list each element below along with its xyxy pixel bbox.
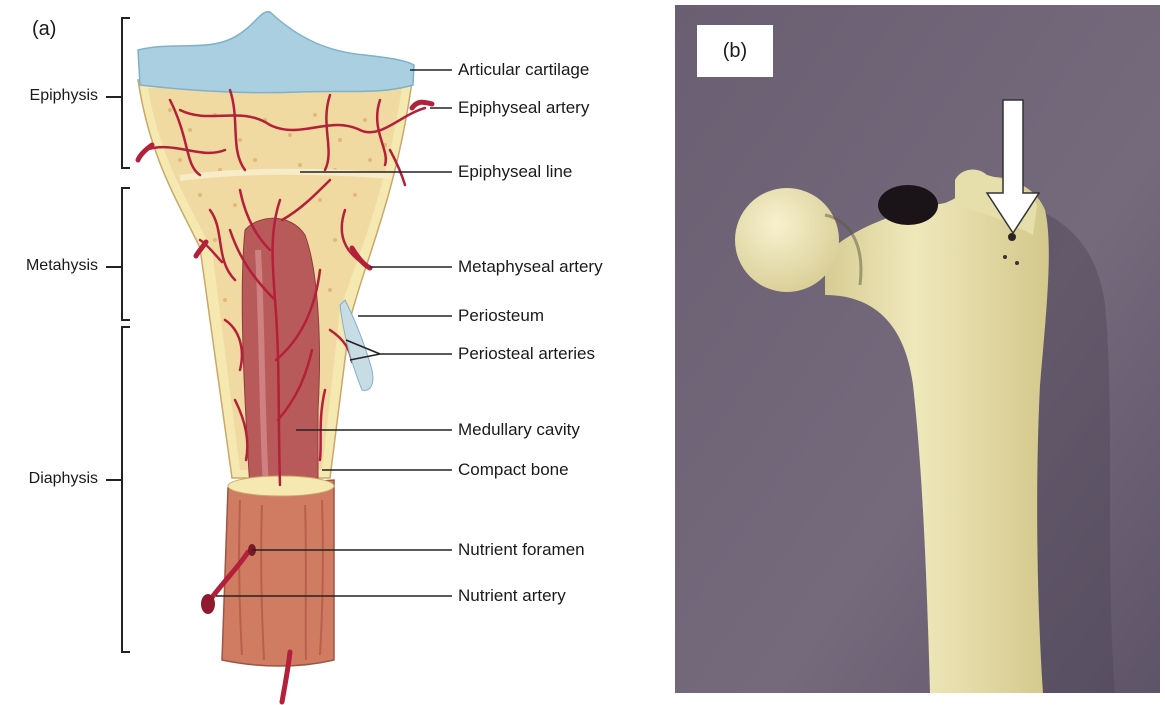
trochanteric-fossa — [878, 185, 938, 225]
label-epiphyseal-artery: Epiphyseal artery — [458, 98, 589, 118]
bracket-diaphysis — [122, 327, 130, 652]
panel-b-letter: (b) — [697, 25, 773, 77]
bracket-epiphysis — [122, 18, 130, 168]
femoral-head — [735, 188, 839, 292]
nutrient-artery-end — [201, 594, 215, 614]
label-periosteal-arteries: Periosteal arteries — [458, 344, 595, 364]
femur-photo — [675, 5, 1160, 693]
articular-cartilage — [138, 12, 414, 93]
label-epiphyseal-line: Epiphyseal line — [458, 162, 572, 182]
nutrient-foramen-spot — [1008, 233, 1016, 241]
bracket-metaphysis — [122, 188, 130, 320]
region-brackets — [106, 18, 130, 652]
label-medullary-cavity: Medullary cavity — [458, 420, 580, 440]
label-nutrient-foramen: Nutrient foramen — [458, 540, 585, 560]
label-articular-cartilage: Articular cartilage — [458, 60, 589, 80]
label-periosteum: Periosteum — [458, 306, 544, 326]
label-metaphyseal-artery: Metaphyseal artery — [458, 257, 603, 277]
femur-photo-panel: (b) — [675, 5, 1160, 693]
label-nutrient-artery: Nutrient artery — [458, 586, 566, 606]
label-compact-bone: Compact bone — [458, 460, 569, 480]
